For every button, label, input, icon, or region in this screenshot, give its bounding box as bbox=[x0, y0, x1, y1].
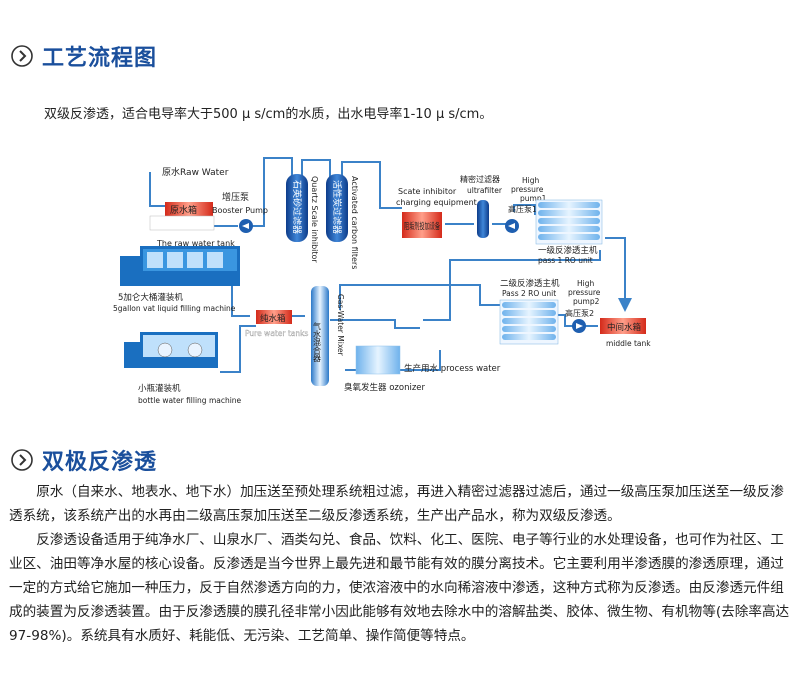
vat-filling-machine: 5加仑大桶灌装机 5gallon vat liquid filling mach… bbox=[113, 246, 240, 313]
gas-water-mixer: 气水混合器 Gas-Water Mixer bbox=[311, 286, 345, 386]
pure-water-tank: 纯水箱 Pure water tanks bbox=[245, 310, 309, 338]
booster-pump-cn-label: 增压泵 bbox=[222, 191, 249, 203]
hp-pump2-en-3: pump2 bbox=[573, 297, 600, 306]
hp-pump2-en-2: pressure bbox=[568, 288, 601, 297]
hp-pump2-en-1: High bbox=[577, 279, 594, 288]
paragraph: 原水（自来水、地表水、地下水）加压送至预处理系统粗过滤，再进入精密过滤器过滤后，… bbox=[9, 484, 784, 524]
activated-carbon-filter: 活性炭过滤器 Activated carbon filters bbox=[326, 174, 359, 269]
high-pressure-pump-1: High pressure pump1 高压泵1 bbox=[505, 176, 547, 233]
gas-mixer-cn-label: 气水混合器 bbox=[313, 321, 322, 363]
section-title-process: 工艺流程图 bbox=[10, 40, 157, 72]
pipe-pure-to-bottle bbox=[220, 325, 256, 373]
carbon-cn-label: 活性炭过滤器 bbox=[331, 180, 343, 234]
pipe-pump1-to-ro1 bbox=[513, 204, 536, 215]
pipe-ro1-to-middle bbox=[605, 237, 632, 312]
section-title-double-ro: 双极反渗透 bbox=[10, 444, 157, 476]
pure-tank-en-label: Pure water tanks bbox=[245, 329, 308, 338]
pump-arrow-icon bbox=[508, 223, 515, 229]
pipe-pump2-to-ro2 bbox=[555, 314, 573, 327]
high-pressure-pump-2: High pressure pump2 高压泵2 bbox=[565, 279, 601, 333]
quartz-cn-label: 石英砂过滤器 bbox=[291, 180, 303, 234]
vat-machine-cn-label: 5加仑大桶灌装机 bbox=[118, 292, 183, 303]
booster-pump: 增压泵 Booster Pump bbox=[212, 191, 268, 233]
pipe-quartz-to-carbon bbox=[301, 159, 331, 180]
paragraph: 反渗透设备适用于纯净水厂、山泉水厂、酒类勾兑、食品、饮料、化工、医院、电子等行业… bbox=[9, 532, 790, 644]
circle-chevron-right-icon bbox=[11, 45, 33, 67]
vat-machine-en-label: 5gallon vat liquid filling machine bbox=[113, 304, 236, 313]
scale-inhibitor-dosing: Scate inhibitor charging equipment 阻垢剂投加… bbox=[396, 187, 477, 238]
pipe-ro1-branch bbox=[423, 250, 601, 321]
quartz-sand-filter: 石英砂过滤器 Quartz Scale inhibitor bbox=[286, 174, 319, 263]
ro-unit-1: 一级反渗透主机 pass 1 RO unit bbox=[535, 199, 603, 265]
process-flow-diagram: 原水Raw Water 原水箱 The raw water tank 增压泵 B… bbox=[113, 157, 651, 405]
hp-pump1-en-1: High bbox=[522, 176, 539, 185]
pipes bbox=[149, 157, 632, 373]
intro-text: 双级反渗透，适合电导率大于500 μ s/cm的水质，出水电导率1-10 μ s… bbox=[44, 107, 493, 122]
hp-pump1-cn: 高压泵1 bbox=[508, 204, 537, 214]
raw-tank-cn-label: 原水箱 bbox=[170, 204, 197, 216]
section-title-text: 双极反渗透 bbox=[42, 450, 158, 475]
ultrafilter-en-label: ultrafilter bbox=[467, 186, 503, 195]
pipe-raw-in bbox=[149, 172, 165, 207]
bottle-machine-en-label: bottle water filling machine bbox=[138, 396, 242, 405]
pipe-mixer-to-ozonizer bbox=[330, 319, 420, 329]
raw-tank-en-label: The raw water tank bbox=[156, 239, 235, 248]
hp-pump2-cn: 高压泵2 bbox=[565, 308, 594, 318]
middle-tank-en-label: middle tank bbox=[606, 339, 651, 348]
quartz-en-label: Quartz Scale inhibitor bbox=[310, 176, 319, 263]
inhibitor-en-2: charging equipment bbox=[396, 198, 477, 207]
circle-chevron-right-icon bbox=[11, 449, 33, 471]
ro2-cn-label: 二级反渗透主机 bbox=[500, 278, 560, 289]
ozonizer: 臭氧发生器 ozonizer bbox=[344, 345, 426, 393]
inhibitor-cn-label: 阻垢剂投加设备 bbox=[404, 221, 440, 232]
ro1-en-label: pass 1 RO unit bbox=[538, 256, 593, 265]
hp-pump1-en-3: pump1 bbox=[520, 194, 547, 203]
raw-water-inlet-label: 原水Raw Water bbox=[162, 166, 229, 178]
section-title-text: 工艺流程图 bbox=[42, 46, 158, 71]
ro-unit-2: 二级反渗透主机 Pass 2 RO unit bbox=[499, 278, 560, 345]
bottle-filling-machine: 小瓶灌装机 bottle water filling machine bbox=[124, 332, 242, 405]
pump-arrow-icon bbox=[576, 323, 583, 329]
precision-filter: 精密过滤器 ultrafilter bbox=[460, 174, 503, 238]
inhibitor-en-1: Scate inhibitor bbox=[398, 187, 457, 196]
raw-water-tank: 原水箱 The raw water tank bbox=[149, 202, 235, 248]
ro1-cn-label: 一级反渗透主机 bbox=[538, 245, 598, 256]
pipe-carbon-to-inhibitor bbox=[341, 161, 402, 209]
bottle-machine-cn-label: 小瓶灌装机 bbox=[138, 383, 181, 394]
booster-pump-en-label: Booster Pump bbox=[212, 206, 268, 215]
carbon-en-label: Activated carbon filters bbox=[350, 176, 359, 269]
process-water-label: 生产用水 process water bbox=[404, 363, 501, 374]
ozonizer-label: 臭氧发生器 ozonizer bbox=[344, 382, 426, 393]
body-text: 原水（自来水、地表水、地下水）加压送至预处理系统粗过滤，再进入精密过滤器过滤后，… bbox=[9, 480, 793, 648]
ro2-en-label: Pass 2 RO unit bbox=[502, 289, 556, 298]
pipe-pump-to-quartz bbox=[252, 157, 293, 227]
gas-mixer-en-label: Gas-Water Mixer bbox=[336, 294, 345, 357]
hp-pump1-en-2: pressure bbox=[511, 185, 544, 194]
pipe-ro2-to-mixer bbox=[339, 284, 500, 310]
middle-tank: 中间水箱 middle tank bbox=[600, 318, 651, 348]
pump-arrow-icon bbox=[242, 223, 249, 229]
middle-tank-cn-label: 中间水箱 bbox=[607, 322, 642, 333]
ultrafilter-cn-label: 精密过滤器 bbox=[460, 174, 500, 184]
pure-tank-cn-label: 纯水箱 bbox=[260, 313, 286, 324]
